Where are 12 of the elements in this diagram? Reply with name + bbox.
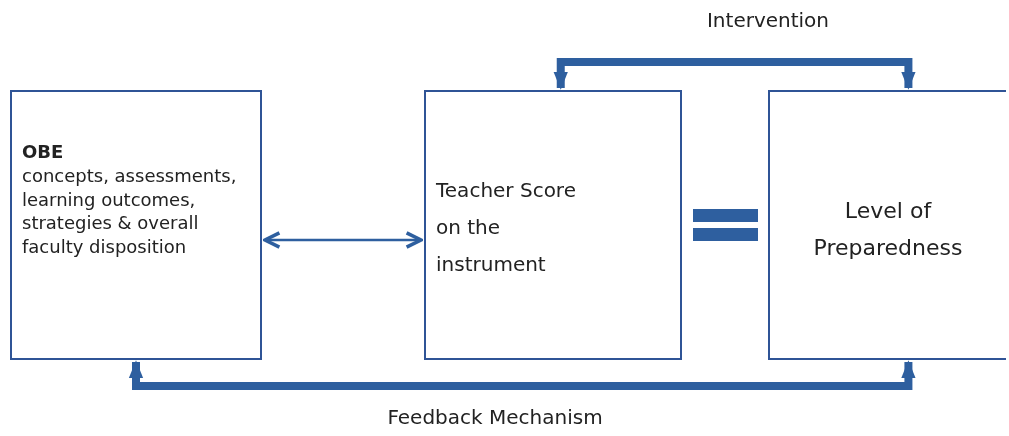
arrow: [553, 58, 916, 90]
process-box: [768, 90, 1006, 360]
box-heading: OBE: [22, 140, 64, 164]
edge-label: Intervention: [706, 8, 830, 32]
process-box: [10, 90, 262, 360]
process-box: [424, 90, 682, 360]
box-text: Level of Preparedness: [812, 197, 964, 263]
arrow: [263, 231, 423, 249]
box-text: concepts, assessments, learning outcomes, strategies & overall faculty disposition: [22, 163, 238, 259]
edge-label: Feedback Mechanism: [387, 405, 603, 429]
box-text: Teacher Score on the instrument: [436, 177, 577, 278]
arrow: [128, 360, 916, 390]
